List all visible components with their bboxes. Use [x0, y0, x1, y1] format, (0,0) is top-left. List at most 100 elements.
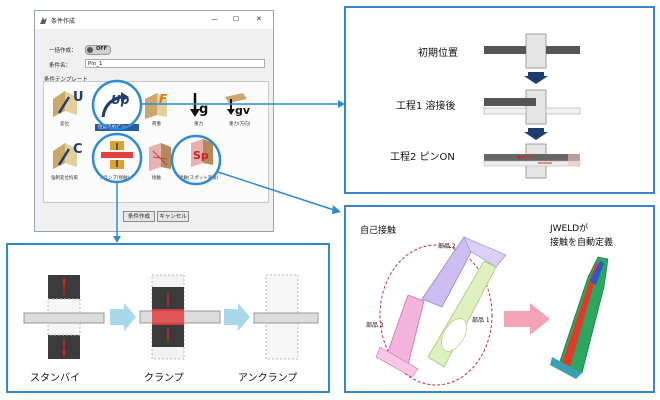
tile-locator-pin[interactable]: Up — [95, 87, 139, 123]
pin-block-2 — [525, 89, 547, 125]
part-1-hole — [441, 318, 467, 352]
pin-plate-bottom-right-2 — [545, 107, 581, 115]
tile-clamp[interactable] — [99, 139, 135, 171]
pin-block-1 — [525, 33, 547, 69]
tile-contact[interactable] — [145, 141, 175, 171]
pin-plate-right-1 — [546, 46, 580, 54]
connector-contact-line — [217, 171, 335, 211]
result-model-edge — [590, 261, 604, 285]
tile-caption-clamp: クランプ(接触) — [99, 176, 130, 181]
pin-step-initial: 初期位置 — [418, 48, 458, 59]
clamp-transition-arrow-1 — [110, 303, 136, 331]
name-input[interactable]: Pin_1 — [85, 59, 265, 68]
dialog-title: 条件作成 — [51, 18, 76, 25]
tile-caption-displacement: 変位 — [60, 122, 69, 127]
pin-step-welded: 工程1 溶接後 — [396, 101, 456, 112]
tile-symbol-f: F — [159, 92, 168, 106]
part-3-label: 部品 3 — [366, 322, 384, 329]
gravity-icon: g — [190, 93, 208, 117]
selected-caption-bar — [95, 124, 139, 131]
connector-pin-arrowhead — [338, 100, 345, 108]
connector-clamp-arrowhead — [113, 236, 121, 243]
result-model-contact — [562, 263, 600, 367]
jweld-message-line1: JWELDが — [550, 224, 589, 234]
jweld-result-arrow — [504, 303, 550, 335]
tile-caption-contact: 接触 — [152, 176, 161, 181]
jweld-message-line2: 接触を自動定義 — [550, 238, 614, 248]
tile-spot-weld[interactable]: Sp — [185, 137, 221, 171]
part-2-label: 部品 2 — [438, 243, 456, 250]
pin-sequence-panel: 初期位置 工程1 溶接後 工程2 ピンON — [344, 6, 655, 194]
pin-plate-top-2 — [484, 98, 536, 106]
tile-forced-displacement[interactable]: C — [51, 139, 85, 171]
tile-gravity[interactable]: g — [185, 91, 215, 119]
tile-caption-load: 荷重 — [152, 122, 161, 127]
pin-step-pin-on: 工程2 ピンON — [390, 152, 455, 163]
tile-caption-gravity-direction: 重力(方向) — [229, 122, 251, 127]
pin-plate-left-1 — [484, 46, 526, 54]
batch-toggle[interactable]: OFF — [85, 45, 111, 55]
contact-panel: 自己接触 JWELDが 接触を自動定義 部品 2 部品 3 部品 1 — [344, 205, 655, 393]
clamp-icon — [101, 141, 133, 169]
pin-highlight-region — [568, 154, 580, 166]
clamp-standby-arrow-down-head — [62, 351, 66, 357]
tile-gravity-direction[interactable]: gv — [221, 89, 261, 119]
pin-force-arrow-left-head — [516, 155, 520, 159]
pin-step-arrow-2 — [524, 128, 548, 140]
clamp-active-contact — [152, 309, 184, 325]
template-label: 条件テンプレート — [44, 77, 88, 83]
clamp-sequence-panel: スタンバイ クランプ アンクランプ — [6, 243, 330, 393]
tile-caption-forced-displacement: 強制変位拘束 — [51, 176, 78, 181]
tile-symbol-g: g — [199, 102, 208, 117]
contact-icon — [149, 143, 171, 171]
tile-symbol-c: C — [73, 142, 83, 157]
condition-dialog: 条件作成 — ☐ ✕ 一括作成： OFF 条件名： Pin_1 条件テンプレート… — [34, 10, 274, 232]
dialog-titlebar: 条件作成 — ☐ ✕ — [35, 11, 273, 29]
clamp-state-unclamp: アンクランプ — [238, 373, 298, 384]
clamp-released-plate — [253, 312, 319, 324]
highlight-circle-spot-weld — [170, 134, 222, 186]
spot-weld-icon: Sp — [191, 139, 213, 167]
tile-load[interactable]: F — [143, 89, 173, 119]
tile-symbol-sp: Sp — [193, 149, 209, 162]
pin-step-arrow-1 — [524, 72, 548, 84]
clamp-transition-arrow-2 — [224, 303, 250, 331]
locator-pin-icon: Up — [101, 92, 130, 118]
tile-symbol-gv: gv — [235, 104, 251, 117]
create-condition-button[interactable]: 条件作成 — [123, 211, 155, 222]
clamp-standby-plate — [23, 312, 105, 324]
pin-plate-bottom-2 — [483, 107, 527, 115]
maximize-icon[interactable]: ☐ — [233, 15, 240, 23]
displacement-icon: U — [53, 90, 84, 117]
self-contact-ellipse — [379, 244, 493, 386]
clamp-state-standby: スタンバイ — [30, 373, 80, 384]
tile-caption-gravity: 重力 — [194, 122, 203, 127]
clamp-standby-arrow-up-head — [62, 277, 66, 283]
tile-displacement[interactable]: U — [51, 87, 85, 117]
contact-figure — [375, 236, 609, 386]
pin-sequence-figure — [483, 33, 581, 179]
app-icon — [40, 17, 47, 24]
tile-caption-spot-weld: 接触(スポット溶接) — [179, 176, 219, 181]
highlight-circle-clamp — [91, 132, 143, 184]
minimize-icon[interactable]: — — [211, 15, 218, 23]
clamp-state-clamp: クランプ — [144, 373, 184, 384]
part-1-label: 部品 1 — [472, 317, 490, 324]
tile-symbol-up: Up — [111, 93, 130, 107]
forced-displacement-icon: C — [53, 142, 83, 169]
gravity-direction-icon: gv — [225, 93, 251, 117]
highlight-circle-locator-pin — [91, 79, 143, 131]
connector-contact-arrowhead — [332, 205, 341, 214]
load-icon: F — [145, 92, 168, 119]
toggle-knob — [87, 47, 93, 53]
tile-symbol-u: U — [73, 90, 84, 105]
self-contact-label: 自己接触 — [360, 226, 397, 236]
cancel-button[interactable]: キャンセル — [157, 211, 189, 222]
batch-label: 一括作成： — [49, 48, 77, 54]
close-icon[interactable]: ✕ — [256, 15, 262, 23]
part-3-flange — [375, 346, 419, 378]
clamp-sequence-figure — [23, 274, 319, 360]
name-label: 条件名： — [49, 63, 72, 69]
result-model-base — [550, 357, 582, 379]
